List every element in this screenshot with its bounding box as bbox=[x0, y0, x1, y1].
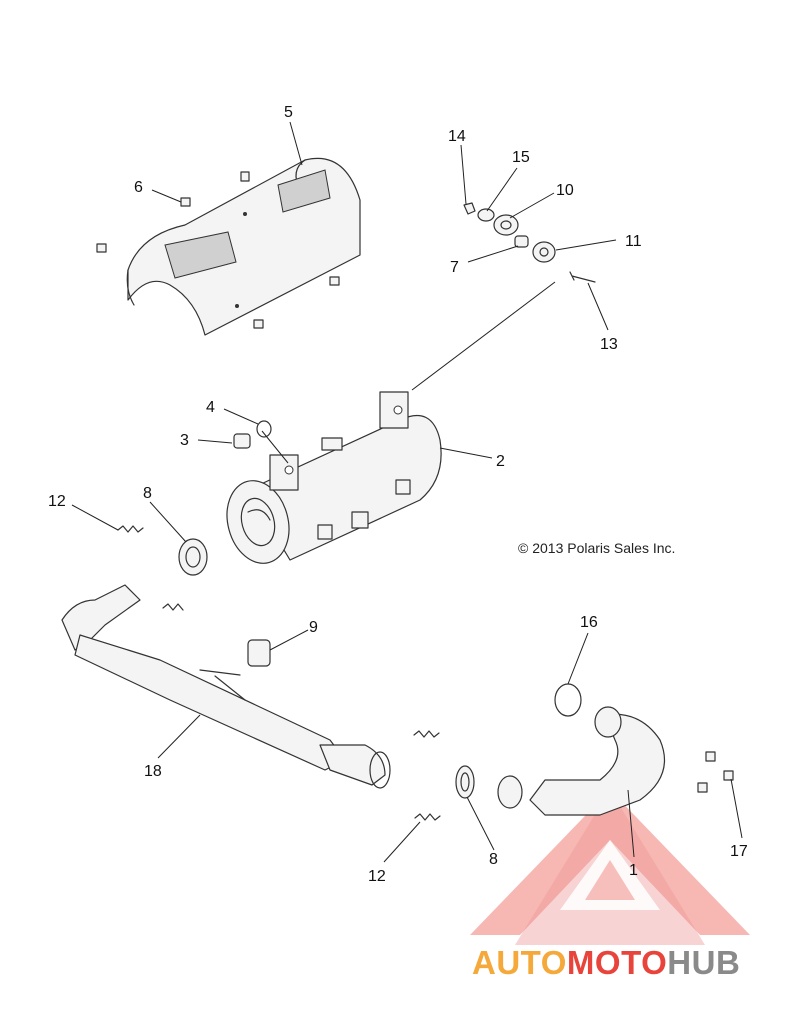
callout-2: 2 bbox=[496, 453, 505, 470]
spring-part bbox=[117, 525, 441, 821]
callout-15: 15 bbox=[512, 149, 530, 166]
header-pipe-part bbox=[497, 706, 666, 816]
callout-16: 16 bbox=[580, 614, 598, 631]
bolt-part bbox=[697, 751, 734, 793]
heat-shield-part bbox=[126, 157, 361, 336]
callout-8-top: 8 bbox=[143, 485, 152, 502]
callout-8-bottom: 8 bbox=[489, 851, 498, 868]
callout-11: 11 bbox=[625, 233, 642, 250]
callout-6: 6 bbox=[134, 179, 143, 196]
callout-labels: 5 6 14 15 10 11 7 13 4 3 2 12 8 9 16 18 … bbox=[48, 104, 748, 885]
grommet-part bbox=[247, 639, 271, 667]
bolt-part bbox=[96, 171, 340, 329]
callout-12-bottom: 12 bbox=[368, 868, 386, 885]
callout-3: 3 bbox=[180, 432, 189, 449]
callout-13: 13 bbox=[600, 336, 618, 353]
watermark-hub: HUB bbox=[667, 944, 741, 981]
callout-7: 7 bbox=[450, 259, 459, 276]
muffler-part bbox=[226, 391, 442, 564]
exhaust-pipe-part bbox=[61, 584, 391, 789]
callout-10: 10 bbox=[556, 182, 574, 199]
callout-5: 5 bbox=[284, 104, 293, 121]
callout-12-top: 12 bbox=[48, 493, 66, 510]
watermark-moto: MOTO bbox=[566, 944, 668, 981]
plug-part bbox=[233, 433, 251, 449]
mount-hardware bbox=[463, 202, 596, 283]
callout-14: 14 bbox=[448, 128, 466, 145]
gasket-part bbox=[178, 538, 475, 799]
washer-part bbox=[256, 420, 272, 438]
callout-9: 9 bbox=[309, 619, 318, 636]
callout-1: 1 bbox=[629, 862, 638, 879]
watermark-logo: AUTOMOTOHUB bbox=[472, 944, 740, 982]
warning-triangle-icon bbox=[470, 790, 750, 945]
watermark-auto: AUTO bbox=[472, 944, 567, 981]
seal-ring-part bbox=[554, 683, 582, 717]
callout-18: 18 bbox=[144, 763, 162, 780]
copyright-notice: © 2013 Polaris Sales Inc. bbox=[518, 540, 676, 556]
callout-17: 17 bbox=[730, 843, 748, 860]
callout-4: 4 bbox=[206, 399, 215, 416]
leader-lines bbox=[71, 121, 743, 863]
